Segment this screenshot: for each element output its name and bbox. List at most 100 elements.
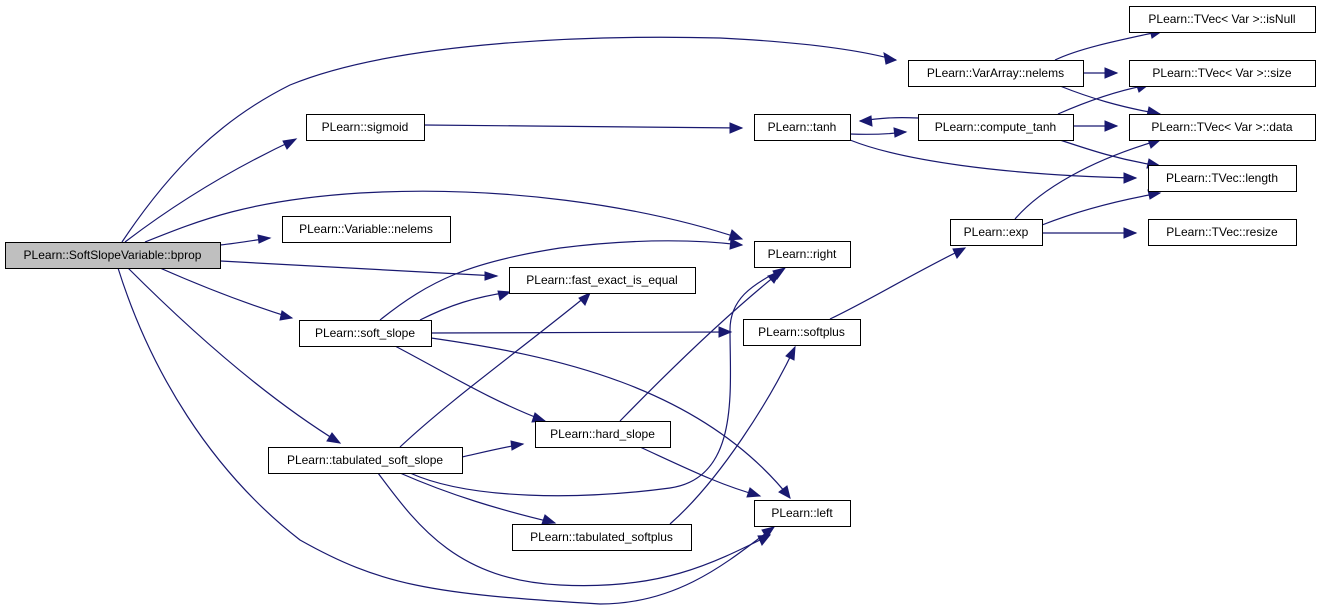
node-soft_slope[interactable]: PLearn::soft_slope (299, 320, 432, 347)
node-box (908, 60, 1084, 87)
node-exp[interactable]: PLearn::exp (950, 219, 1043, 246)
edge-hard_slope-to-left (639, 446, 762, 498)
node-compute_tanh[interactable]: PLearn::compute_tanh (918, 114, 1074, 141)
node-box (1148, 165, 1297, 192)
edge-bprop-to-sigmoid (124, 138, 298, 243)
arrowhead-icon (728, 229, 744, 241)
arrowhead-icon (893, 127, 908, 138)
node-data[interactable]: PLearn::TVec< Var >::data (1129, 114, 1316, 141)
arrowhead-icon (729, 122, 744, 134)
node-hard_slope[interactable]: PLearn::hard_slope (535, 421, 671, 448)
edge-line (1054, 30, 1163, 61)
edge-sigmoid-to-tanh (423, 122, 744, 134)
node-label: PLearn::soft_slope (315, 326, 415, 340)
node-box (754, 500, 851, 527)
arrowhead-icon (761, 526, 776, 539)
edge-bprop-to-soft_slope (159, 267, 294, 321)
edge-line (127, 267, 341, 444)
arrowhead-icon (1123, 227, 1138, 239)
node-tab_softplus[interactable]: PLearn::tabulated_softplus (512, 524, 692, 551)
edge-bprop-to-vararray_nelems (121, 36, 898, 243)
edge-tab_soft_slope-to-right (409, 267, 787, 497)
node-right[interactable]: PLearn::right (754, 241, 851, 268)
node-bprop[interactable]: PLearn::SoftSlopeVariable::bprop (5, 242, 221, 269)
node-var_nelems[interactable]: PLearn::Variable::nelems (282, 216, 451, 243)
node-vararray_nelems[interactable]: PLearn::VarArray::nelems (908, 60, 1084, 87)
node-box (754, 114, 851, 141)
edge-soft_slope-to-right (379, 238, 744, 321)
edge-line (394, 345, 546, 422)
node-resize[interactable]: PLearn::TVec::resize (1148, 219, 1297, 246)
arrowhead-icon (484, 271, 499, 281)
node-fast_exact[interactable]: PLearn::fast_exact_is_equal (509, 267, 696, 294)
arrowhead-icon (1104, 67, 1119, 79)
edge-soft_slope-to-left (430, 337, 791, 499)
node-tanh[interactable]: PLearn::tanh (754, 114, 851, 141)
arrowhead-icon (279, 310, 294, 321)
edge-compute_tanh-to-data (1073, 120, 1119, 132)
arrowhead-icon (778, 485, 791, 499)
node-box (1148, 219, 1297, 246)
node-label: PLearn::exp (964, 225, 1029, 239)
arrowhead-icon (767, 271, 782, 284)
node-size[interactable]: PLearn::TVec< Var >::size (1129, 60, 1316, 87)
edge-tab_soft_slope-to-hard_slope (461, 440, 525, 458)
edge-line (117, 267, 775, 605)
node-box (918, 114, 1074, 141)
node-label: PLearn::softplus (758, 325, 845, 339)
edge-tab_soft_slope-to-tab_softplus (399, 472, 557, 525)
edge-compute_tanh-to-tanh (858, 115, 919, 127)
edge-tab_softplus-to-softplus (669, 345, 796, 525)
node-label: PLearn::Variable::nelems (299, 222, 433, 236)
edge-vararray_nelems-to-data (1059, 85, 1162, 117)
node-length[interactable]: PLearn::TVec::length (1148, 165, 1297, 192)
edge-line (849, 139, 1137, 179)
arrowhead-icon (952, 247, 967, 259)
node-softplus[interactable]: PLearn::softplus (743, 319, 861, 346)
node-tab_soft_slope[interactable]: PLearn::tabulated_soft_slope (268, 447, 463, 474)
node-label: PLearn::tabulated_soft_slope (287, 453, 443, 467)
edge-bprop-to-left (117, 267, 776, 605)
node-box (306, 114, 425, 141)
edge-bprop-to-var_nelems (219, 234, 272, 246)
node-box (5, 242, 221, 269)
node-label: PLearn::VarArray::nelems (927, 66, 1064, 80)
node-left[interactable]: PLearn::left (754, 500, 851, 527)
node-label: PLearn::tanh (768, 120, 837, 134)
node-box (754, 241, 851, 268)
node-box (512, 524, 692, 551)
node-sigmoid[interactable]: PLearn::sigmoid (306, 114, 425, 141)
node-box (743, 319, 861, 346)
node-box (509, 267, 696, 294)
arrowhead-icon (497, 290, 512, 301)
edge-vararray_nelems-to-size (1083, 67, 1119, 79)
arrowhead-icon (578, 292, 591, 306)
edge-exp-to-resize (1042, 227, 1138, 239)
node-label: PLearn::right (768, 247, 837, 261)
edge-line (144, 190, 743, 243)
edge-line (1059, 85, 1161, 115)
arrowhead-icon (531, 412, 547, 423)
nodes-layer: PLearn::SoftSlopeVariable::bpropPLearn::… (5, 6, 1316, 551)
arrowhead-icon (757, 534, 772, 546)
edge-line (1014, 139, 1161, 220)
edge-line (409, 267, 786, 497)
arrowhead-icon (718, 326, 733, 338)
node-label: PLearn::left (771, 506, 833, 520)
edge-tanh-to-length (849, 139, 1138, 184)
edge-line (423, 124, 743, 129)
arrowhead-icon (785, 345, 796, 361)
edge-line (430, 337, 791, 499)
node-label: PLearn::fast_exact_is_equal (526, 273, 677, 287)
edge-hard_slope-to-right (619, 271, 782, 422)
arrowhead-icon (1123, 172, 1138, 184)
edge-line (669, 346, 796, 525)
node-box (299, 320, 432, 347)
edge-vararray_nelems-to-isnull (1054, 28, 1164, 61)
edge-tab_soft_slope-to-fast_exact (399, 292, 591, 448)
edge-line (1057, 84, 1149, 115)
node-box (282, 216, 451, 243)
node-label: PLearn::compute_tanh (935, 120, 1056, 134)
node-isnull[interactable]: PLearn::TVec< Var >::isNull (1129, 6, 1316, 33)
arrowhead-icon (541, 514, 557, 525)
